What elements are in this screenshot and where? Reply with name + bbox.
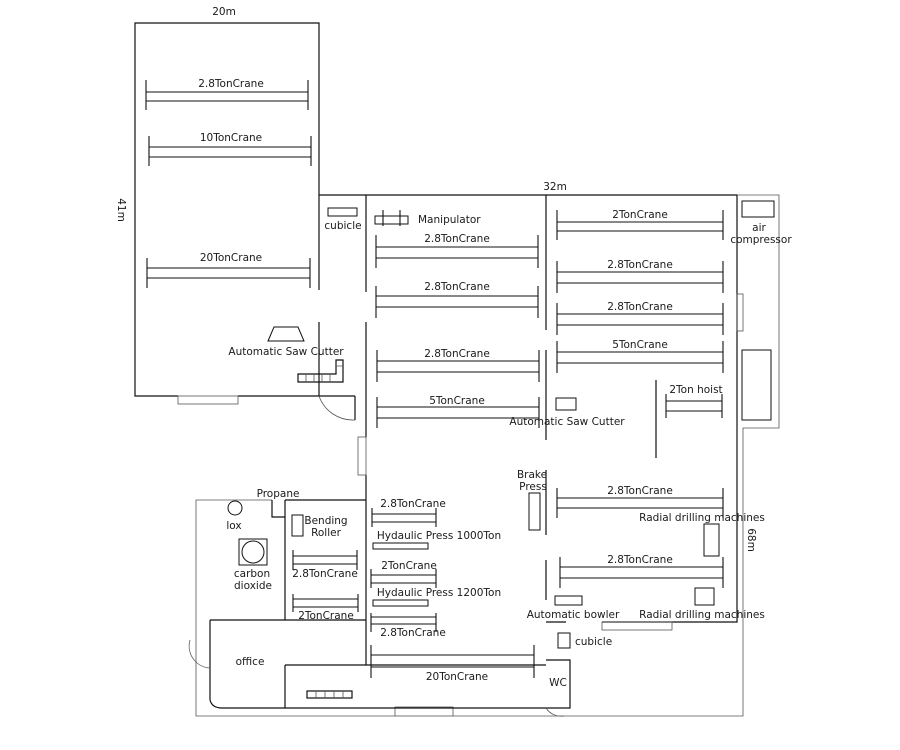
crane-right-5-label: 2.8TonCrane: [607, 485, 673, 497]
crane-left-2-label: 2TonCrane: [298, 610, 354, 622]
dim-main-width: 32m: [543, 181, 567, 193]
crane-top-2-label: 10TonCrane: [200, 132, 262, 144]
crane-top-1-label: 2.8TonCrane: [198, 78, 264, 90]
hoist-label: 2Ton hoist: [669, 384, 722, 396]
lox-label: lox: [226, 520, 241, 532]
automatic-bowler-box: [554, 595, 583, 606]
manipulator-icon: [374, 210, 409, 226]
stairs-top-icon: [297, 359, 344, 383]
crane-low-1-label: 2.8TonCrane: [380, 498, 446, 510]
crane-right-4-label: 5TonCrane: [612, 339, 668, 351]
crane-left-1-label: 2.8TonCrane: [292, 568, 358, 580]
cubicle-bottom-box: [557, 632, 571, 649]
bending-roller-box: [291, 514, 304, 537]
crane-low-2-label: 2TonCrane: [381, 560, 437, 572]
saw-cutter-left-icon: [267, 326, 305, 342]
crane-right-6-label: 2.8TonCrane: [607, 554, 673, 566]
crane-mid-4: 5TonCrane: [376, 395, 540, 428]
press-1000-label: Hydaulic Press 1000Ton: [377, 530, 501, 542]
office-label: office: [236, 656, 265, 668]
stairs-bottom-icon: [306, 690, 353, 699]
crane-top-1: 2.8TonCrane: [145, 78, 309, 110]
saw-cutter-middle-label: Automatic Saw Cutter: [509, 416, 625, 428]
carbon-dioxide-label-2: dioxide: [234, 580, 272, 592]
manipulator-label: Manipulator: [418, 214, 481, 226]
crane-left-1: 2.8TonCrane: [292, 550, 358, 580]
saw-cutter-left-label: Automatic Saw Cutter: [228, 346, 344, 358]
crane-right-1: 2TonCrane: [556, 209, 724, 240]
crane-low-4: 20TonCrane: [370, 645, 535, 683]
crane-mid-1: 2.8TonCrane: [375, 233, 539, 268]
brake-press-label-2: Press: [519, 481, 547, 493]
bending-roller-label-2: Roller: [311, 527, 342, 539]
crane-right-3: 2.8TonCrane: [556, 301, 724, 335]
dim-main-height: 68m: [745, 528, 757, 552]
crane-left-2: 2TonCrane: [292, 594, 359, 622]
cubicle-top-box: [327, 207, 358, 217]
top-left-hall-walls: [134, 22, 356, 421]
automatic-bowler-label: Automatic bowler: [527, 609, 620, 621]
lower-annex-walls: [188, 499, 571, 717]
crane-low-3: 2.8TonCrane: [370, 613, 446, 639]
radial-drill-1-label: Radial drilling machines: [639, 512, 765, 524]
lox-tank-icon: [227, 500, 243, 516]
saw-cutter-middle-box: [555, 397, 577, 411]
storage-rack-box: [741, 349, 772, 421]
brake-press-label-1: Brake: [517, 469, 547, 481]
hoist: 2Ton hoist: [665, 384, 723, 418]
crane-low-2: 2TonCrane: [370, 560, 437, 588]
radial-drill-2-box: [694, 587, 715, 606]
crane-mid-2-label: 2.8TonCrane: [424, 281, 490, 293]
cubicle-top-label: cubicle: [324, 220, 361, 232]
crane-right-1-label: 2TonCrane: [612, 209, 668, 221]
carbon-dioxide-tank-icon: [241, 540, 265, 564]
crane-mid-2: 2.8TonCrane: [375, 281, 539, 318]
crane-low-4-label: 20TonCrane: [426, 671, 488, 683]
main-hall-walls: [319, 194, 780, 717]
crane-mid-3-label: 2.8TonCrane: [424, 348, 490, 360]
crane-right-4: 5TonCrane: [556, 339, 724, 373]
dim-side-height: 41m: [115, 198, 127, 222]
radial-drill-2-label: Radial drilling machines: [639, 609, 765, 621]
crane-mid-3: 2.8TonCrane: [376, 348, 540, 382]
dim-top-width: 20m: [212, 6, 236, 18]
crane-right-5: 2.8TonCrane: [556, 485, 724, 518]
wc-label: WC: [549, 677, 567, 689]
crane-right-3-label: 2.8TonCrane: [607, 301, 673, 313]
crane-right-2: 2.8TonCrane: [556, 259, 724, 293]
hydraulic-press-1200: [372, 599, 429, 607]
crane-mid-4-label: 5TonCrane: [429, 395, 485, 407]
crane-low-3-label: 2.8TonCrane: [380, 627, 446, 639]
air-compressor-label-2: compressor: [730, 234, 792, 246]
propane-label: Propane: [257, 488, 300, 500]
press-1200-label: Hydaulic Press 1200Ton: [377, 587, 501, 599]
brake-press-box: [528, 492, 541, 531]
crane-low-1: 2.8TonCrane: [371, 498, 446, 527]
crane-right-6: 2.8TonCrane: [559, 554, 724, 588]
crane-mid-1-label: 2.8TonCrane: [424, 233, 490, 245]
air-compressor-box: [741, 200, 775, 218]
crane-right-2-label: 2.8TonCrane: [607, 259, 673, 271]
hydraulic-press-1000: [372, 542, 429, 550]
crane-top-2: 10TonCrane: [148, 132, 312, 166]
air-compressor-label-1: air: [752, 222, 766, 234]
radial-drill-1-box: [703, 523, 720, 557]
crane-top-3: 20TonCrane: [146, 252, 311, 288]
bending-roller-label-1: Bending: [304, 515, 347, 527]
carbon-dioxide-label-1: carbon: [234, 568, 270, 580]
cubicle-bottom-label: cubicle: [575, 636, 612, 648]
crane-top-3-label: 20TonCrane: [200, 252, 262, 264]
